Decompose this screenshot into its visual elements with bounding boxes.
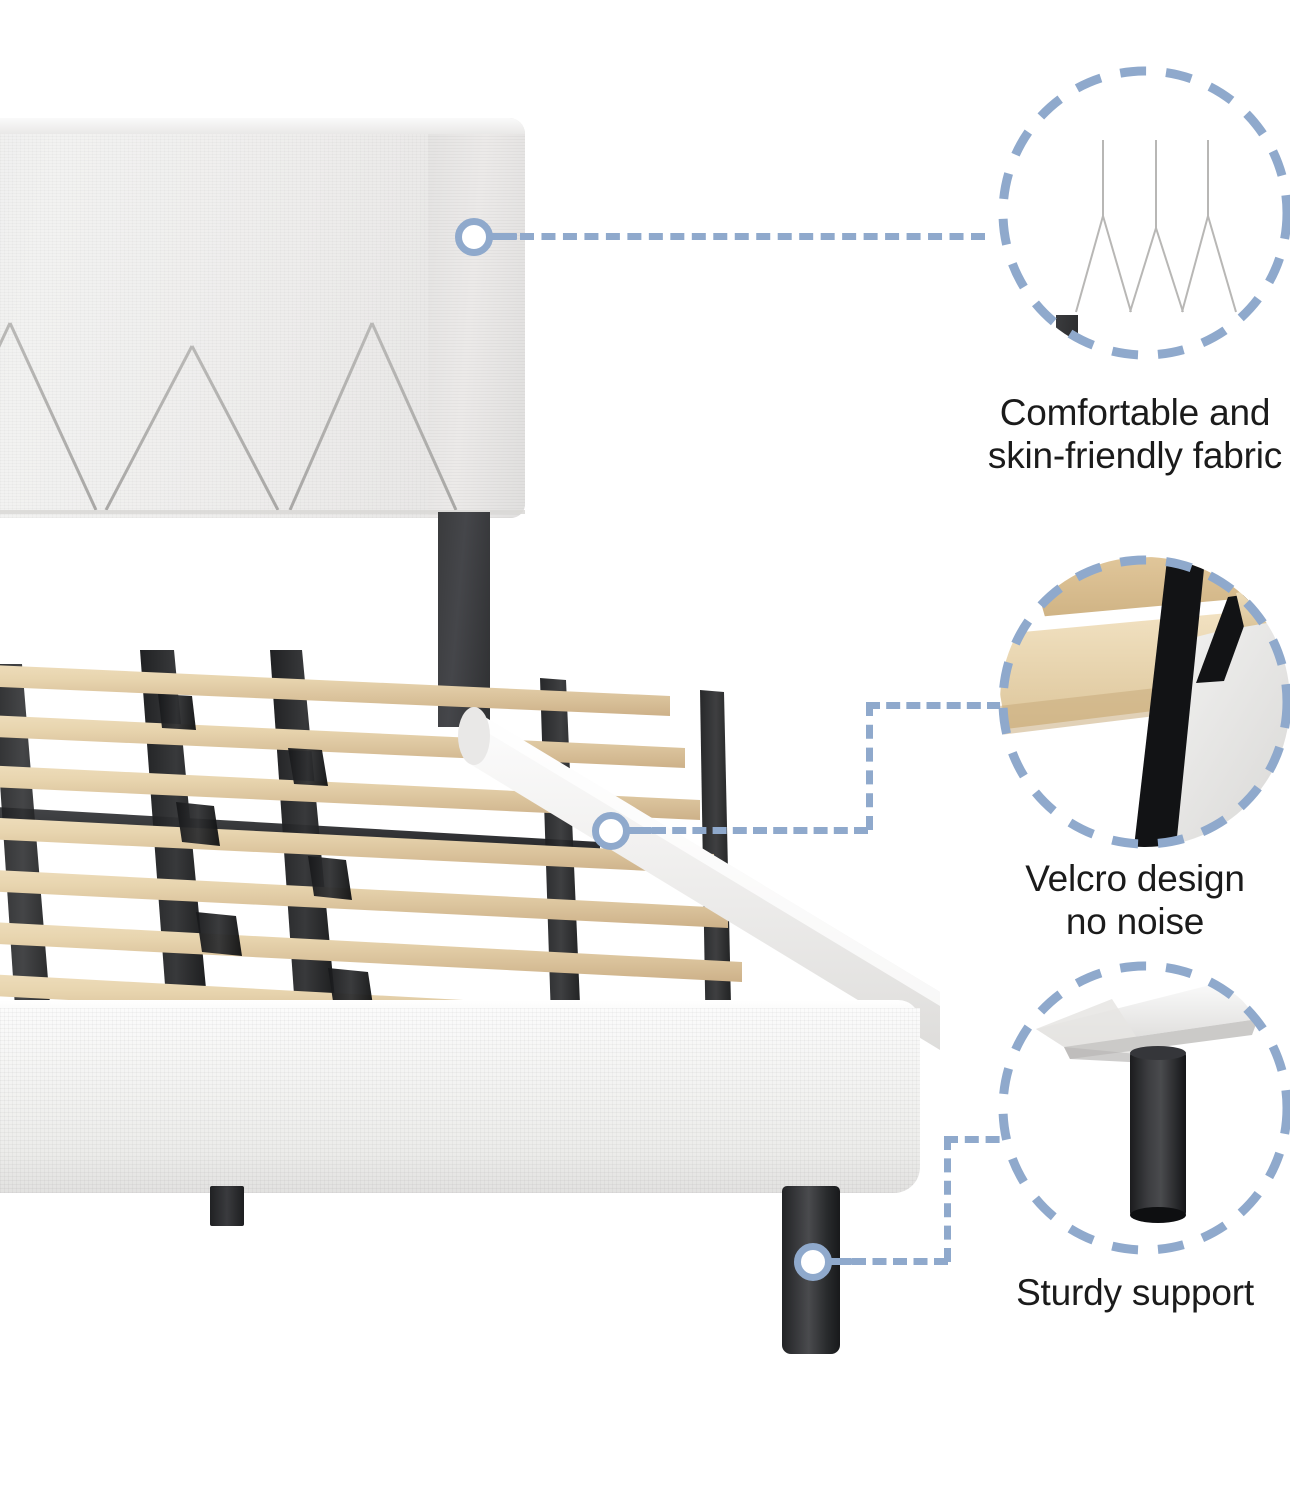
callout-label-support: Sturdy support	[1016, 1272, 1254, 1313]
headboard-top-edge	[0, 118, 525, 134]
headboard-side-return	[428, 118, 525, 518]
connector-line-velcro-upper	[866, 702, 1001, 709]
marker-stub-fabric	[487, 233, 517, 240]
detail-slat-strap-art	[1000, 557, 1290, 847]
detail-image-fabric	[1000, 68, 1290, 358]
marker-ring-support	[794, 1243, 832, 1281]
marker-stub-velcro	[624, 827, 652, 834]
marker-stub-support	[826, 1258, 852, 1265]
connector-line-velcro-lower	[652, 827, 868, 834]
connector-line-fabric	[520, 233, 985, 240]
detail-headboard-seams	[1075, 140, 1237, 313]
side-rail	[458, 707, 940, 1050]
callout-label-fabric: Comfortable and skin-friendly fabric	[987, 392, 1283, 476]
headboard-stitching-pattern	[0, 120, 525, 514]
callout-label-velcro: Velcro design no noise	[1025, 858, 1245, 942]
detail-image-support	[1000, 963, 1290, 1253]
connector-line-support-lower	[852, 1258, 948, 1265]
marker-ring-velcro	[592, 812, 630, 850]
detail-leg-art	[1000, 963, 1290, 1253]
connector-line-support-riser	[944, 1136, 951, 1262]
detail-image-velcro	[1000, 557, 1290, 847]
connector-line-velcro-riser	[866, 702, 873, 830]
center-support-tab	[210, 1186, 244, 1226]
foot-rail	[0, 1008, 920, 1193]
detail-headboard-post	[1056, 315, 1078, 357]
bed-frame-illustration	[0, 118, 940, 1354]
